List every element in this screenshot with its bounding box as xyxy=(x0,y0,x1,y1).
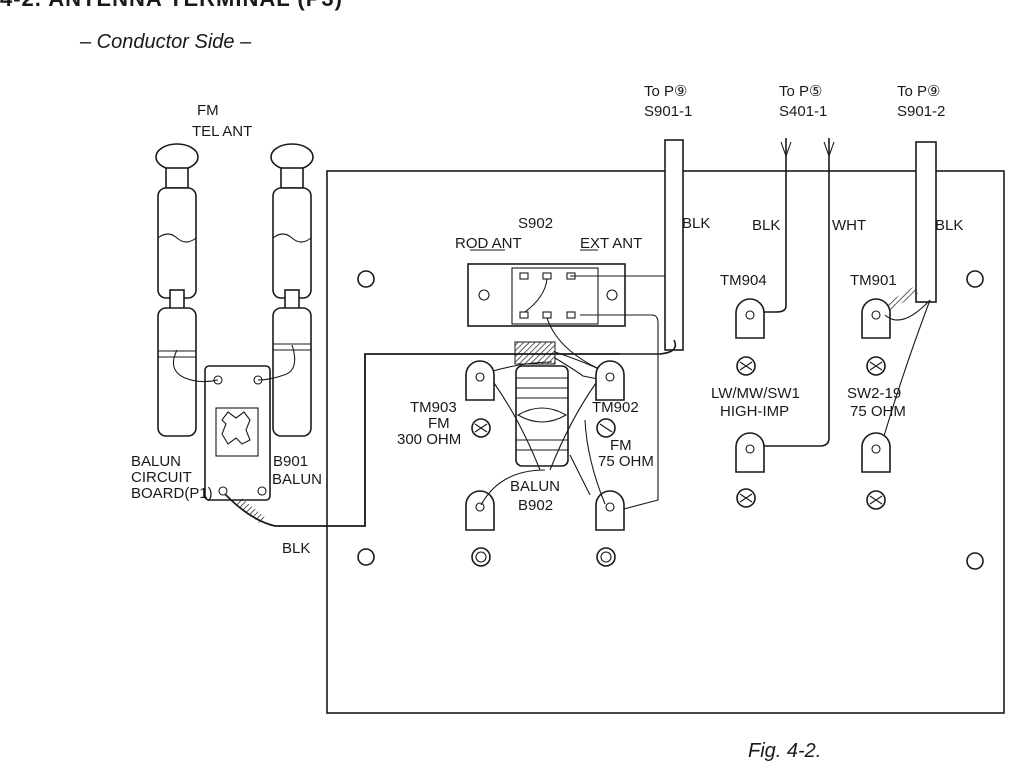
label-to-p9-a: To P⑨ xyxy=(644,83,687,100)
screws xyxy=(471,356,886,567)
label-balun-b902-2: B902 xyxy=(518,497,553,514)
label-lw-mw-sw1: LW/MW/SW1 xyxy=(711,385,800,402)
cable-to-s901-1 xyxy=(620,139,684,355)
label-sw2-19: SW2-19 xyxy=(847,385,901,402)
label-blk-2: BLK xyxy=(752,217,780,234)
balun-b902 xyxy=(480,365,606,506)
label-75-ohm-b: 75 OHM xyxy=(850,403,906,420)
wire-tm901 xyxy=(884,299,931,321)
section-subheading: – Conductor Side – xyxy=(80,31,252,53)
label-tm904: TM904 xyxy=(720,272,767,289)
label-to-p9-b: To P⑨ xyxy=(897,83,940,100)
label-fm-300: FM xyxy=(428,415,450,432)
label-fm-75: FM xyxy=(610,437,632,454)
label-blk-3: BLK xyxy=(935,217,963,234)
label-wht: WHT xyxy=(832,217,866,234)
label-b901: B901 xyxy=(273,453,308,470)
label-balun-cb-2: CIRCUIT xyxy=(131,469,192,486)
label-tm901: TM901 xyxy=(850,272,897,289)
label-s901-2: S901-2 xyxy=(897,103,945,120)
wires-to-s401-1 xyxy=(750,138,835,447)
telescopic-antenna-left xyxy=(155,143,199,437)
switch-s902 xyxy=(467,249,682,511)
label-blk-1: BLK xyxy=(682,215,710,232)
balun-circuit-board xyxy=(172,344,296,501)
label-tm902: TM902 xyxy=(592,399,639,416)
section-heading: 4-2. ANTENNA TERMINAL (P3) xyxy=(0,0,343,12)
label-balun-b902-1: BALUN xyxy=(510,478,560,495)
cable-to-s901-2 xyxy=(877,141,937,451)
label-to-p5: To P⑤ xyxy=(779,83,822,100)
label-blk-bottom: BLK xyxy=(282,540,310,557)
label-balun-cb-3: BOARD(P1) xyxy=(131,485,213,502)
label-balun-cb-1: BALUN xyxy=(131,453,181,470)
mounting-holes xyxy=(357,270,984,570)
label-300-ohm: 300 OHM xyxy=(397,431,461,448)
telescopic-antenna-right xyxy=(270,143,314,437)
label-b901-balun: BALUN xyxy=(272,471,322,488)
label-75-ohm: 75 OHM xyxy=(598,453,654,470)
terminals xyxy=(465,298,891,531)
label-s902: S902 xyxy=(518,215,553,232)
coax-cable xyxy=(224,341,620,527)
figure-caption: Fig. 4-2. xyxy=(748,740,822,762)
label-tel-ant: TEL ANT xyxy=(192,123,252,140)
label-rod-ant: ROD ANT xyxy=(455,235,522,252)
label-s401-1: S401-1 xyxy=(779,103,827,120)
label-s901-1: S901-1 xyxy=(644,103,692,120)
label-fm: FM xyxy=(197,102,219,119)
label-high-imp: HIGH-IMP xyxy=(720,403,789,420)
label-ext-ant: EXT ANT xyxy=(580,235,642,252)
label-tm903: TM903 xyxy=(410,399,457,416)
